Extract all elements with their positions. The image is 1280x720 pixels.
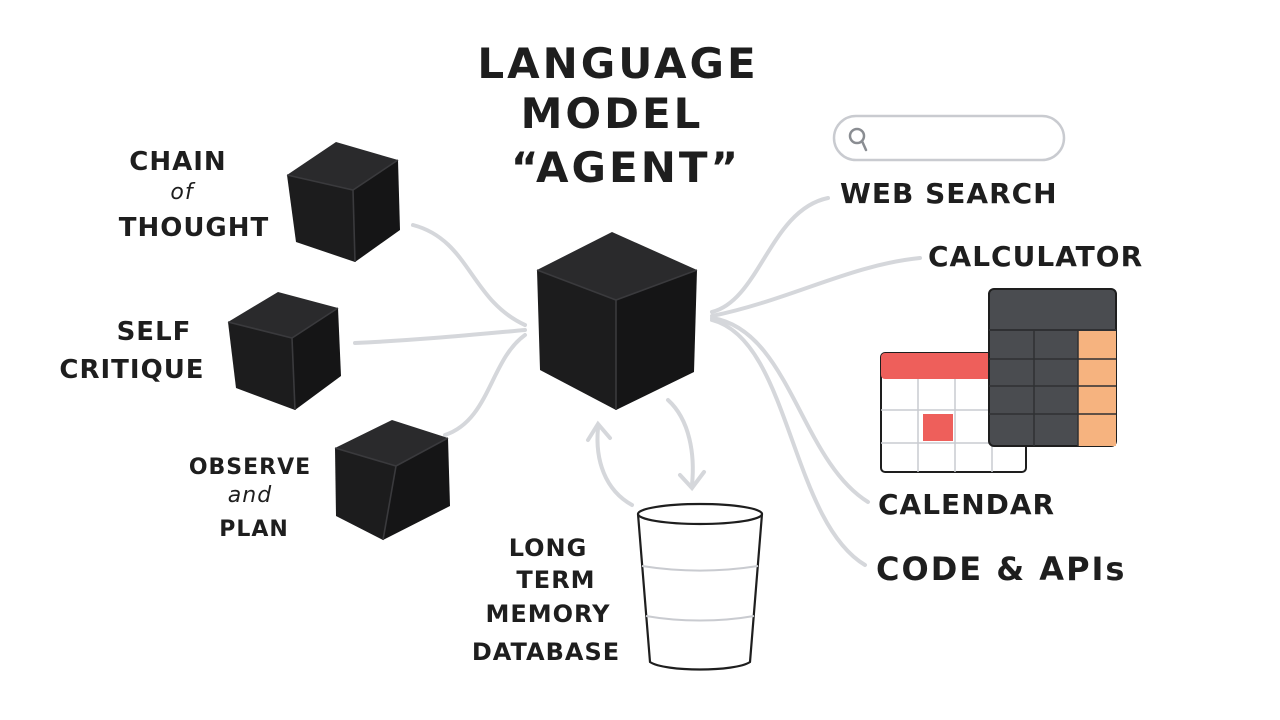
connector-code-apis: [710, 318, 867, 567]
observe-and-plan-line-2: and: [228, 483, 272, 508]
title-line-3: “AGENT”: [511, 143, 741, 192]
web-search-label: WEB SEARCH: [840, 177, 1058, 210]
title-line-2: MODEL: [521, 89, 704, 138]
search-bar-icon: [832, 114, 1066, 162]
observe-and-plan-label: OBSERVE and PLAN: [189, 455, 311, 542]
connector-calculator: [710, 256, 922, 318]
connector-self-critique: [353, 328, 527, 345]
chain-of-thought-cube-icon: [286, 142, 400, 263]
calculator-icon: [988, 288, 1117, 447]
arrow-to-memory-head: [678, 470, 706, 492]
self-critique-label: SELF CRITIQUE: [59, 317, 204, 385]
chain-of-thought-line-1: CHAIN: [129, 147, 226, 177]
memory-line-3: MEMORY: [485, 600, 610, 628]
calendar-label: CALENDAR: [878, 488, 1055, 521]
code-apis-label: CODE & APIs: [876, 550, 1126, 588]
memory-line-2: TERM: [516, 566, 595, 594]
self-critique-line-2: CRITIQUE: [59, 355, 204, 385]
connector-web-search: [710, 196, 830, 314]
arrow-from-memory-head: [586, 420, 612, 442]
observe-and-plan-line-3: PLAN: [219, 517, 289, 542]
memory-line-1: LONG: [509, 534, 588, 562]
chain-of-thought-line-3: THOUGHT: [119, 213, 270, 243]
memory-label: LONG TERM MEMORY DATABASE: [472, 534, 620, 666]
observe-plan-cube-icon: [334, 420, 450, 541]
title-line-1: LANGUAGE: [477, 39, 758, 88]
calculator-label: CALCULATOR: [928, 240, 1143, 273]
chain-of-thought-line-2: of: [170, 180, 195, 205]
agent-cube-icon: [536, 232, 698, 410]
connector-chain-of-thought: [411, 223, 527, 327]
memory-line-4: DATABASE: [472, 638, 620, 666]
arrow-to-memory: [666, 398, 695, 487]
connector-observe-plan: [443, 333, 527, 437]
arrow-from-memory: [595, 426, 634, 507]
self-critique-line-1: SELF: [117, 317, 192, 347]
search-icon: [848, 127, 868, 152]
connectors: [353, 196, 922, 567]
observe-and-plan-line-1: OBSERVE: [189, 455, 311, 480]
database-icon: [636, 502, 764, 671]
connector-calendar: [710, 316, 870, 504]
self-critique-cube-icon: [227, 292, 341, 411]
chain-of-thought-label: CHAIN of THOUGHT: [119, 147, 270, 243]
title-block: LANGUAGE MODEL “AGENT”: [477, 39, 758, 192]
